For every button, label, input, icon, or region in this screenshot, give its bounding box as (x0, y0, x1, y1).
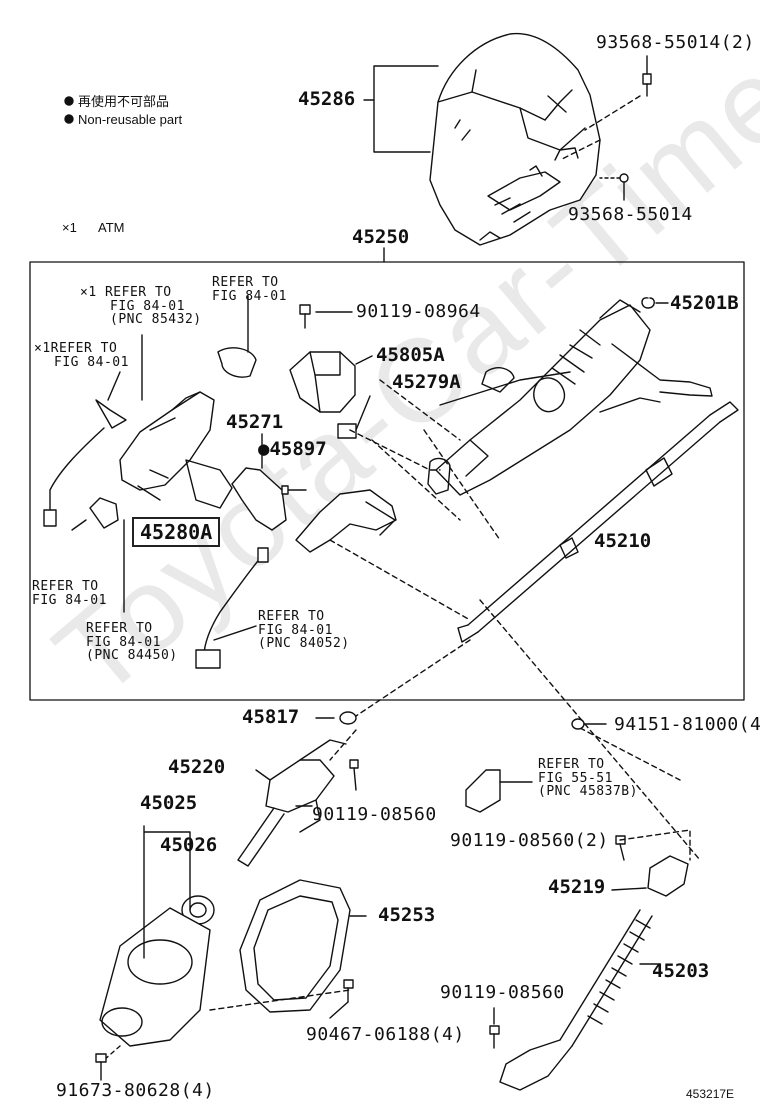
nut-94151 (571, 718, 607, 730)
bolt-90467 (329, 979, 354, 1019)
part-45897: ●45897 (258, 438, 327, 460)
screw-45897 (281, 485, 307, 495)
legend-atm-text: ATM (98, 220, 125, 235)
dashed-long-4 (579, 727, 681, 781)
grommet-45817 (315, 711, 357, 725)
clip-45201B (641, 297, 669, 309)
dashed-plate (209, 989, 351, 1011)
part-93568-55014: 93568-55014 (568, 204, 693, 225)
intermediate-shaft-45210 (457, 401, 739, 643)
harness-left-1 (43, 399, 127, 527)
clamp-piece (217, 347, 257, 378)
part-45219: 45219 (548, 876, 606, 898)
part-45025: 45025 (140, 792, 198, 814)
part-45220: 45220 (168, 756, 226, 778)
bracket-refer-55-51 (465, 769, 533, 813)
part-90119-08560-b: 90119-08560 (440, 982, 565, 1003)
block-45279A (337, 395, 371, 439)
part-45279A: 45279A (392, 371, 461, 393)
part-93568-55014-2: 93568-55014(2) (596, 32, 755, 53)
screw-93568-top (642, 55, 652, 97)
part-45817: 45817 (242, 706, 300, 728)
figure-id: 453217E (686, 1087, 735, 1101)
lock-housing-45280A (119, 391, 233, 509)
harness-left-2 (71, 497, 119, 531)
part-45203: 45203 (652, 960, 710, 982)
screw-93568-mid (599, 173, 629, 201)
leader-45805A (355, 355, 373, 365)
part-94151-81000-4: 94151-81000(4) (614, 714, 760, 735)
seal-plate-45253 (239, 879, 367, 1013)
dashed-long-2 (329, 729, 357, 761)
part-90119-08560-a: 90119-08560 (312, 804, 437, 825)
legend-en: Non-reusable part (78, 112, 183, 127)
dashed-guides-group (329, 379, 501, 621)
ujoint-45220 (237, 739, 347, 867)
legend-atm-mark: ×1 (62, 220, 77, 235)
part-45271: 45271 (226, 411, 284, 433)
tilt-lever (295, 489, 397, 553)
leader-refer-6 (213, 625, 257, 641)
part-91673-80628-4: 91673-80628(4) (56, 1080, 215, 1101)
steering-column-body (427, 299, 713, 496)
dashed-long-1 (355, 639, 471, 717)
part-45201B: 45201B (670, 292, 739, 314)
part-90119-08560-2: 90119-08560(2) (450, 830, 609, 851)
bolt-90119-08560-b (489, 1007, 500, 1049)
shaft-45203 (499, 909, 661, 1091)
part-45286: 45286 (298, 88, 356, 110)
legend-bullet-jp (64, 96, 74, 106)
bolt-90119-08964 (299, 304, 353, 329)
dashed-45219 (619, 829, 691, 861)
part-45805A: 45805A (376, 344, 445, 366)
bracket-45805A (289, 351, 356, 413)
dashed-guide-top (559, 95, 641, 161)
group-boundary-box (29, 261, 745, 701)
harness-bottom (195, 547, 269, 669)
part-45026: 45026 (160, 834, 218, 856)
part-90119-08964: 90119-08964 (356, 301, 481, 322)
leader-45286 (363, 65, 439, 153)
part-45280A-highlighted[interactable]: 45280A (132, 517, 221, 547)
yoke-45219 (611, 855, 689, 897)
lever-45271 (231, 433, 287, 531)
legend-bullet-en (64, 114, 74, 124)
legend-jp: 再使用不可部品 (78, 94, 170, 109)
group-label-45250: 45250 (352, 226, 410, 248)
column-cover-45286 (429, 32, 601, 246)
part-90467-06188-4: 90467-06188(4) (306, 1024, 465, 1045)
boot-cover-45025 (99, 907, 211, 1047)
part-45210: 45210 (594, 530, 652, 552)
leader-refer-3 (107, 371, 121, 401)
bolt-91673 (95, 1053, 107, 1081)
part-45253: 45253 (378, 904, 436, 926)
leader-45025 (143, 825, 191, 959)
bolt-90119-08560-a (295, 759, 359, 807)
dashed-long-3 (479, 599, 701, 861)
